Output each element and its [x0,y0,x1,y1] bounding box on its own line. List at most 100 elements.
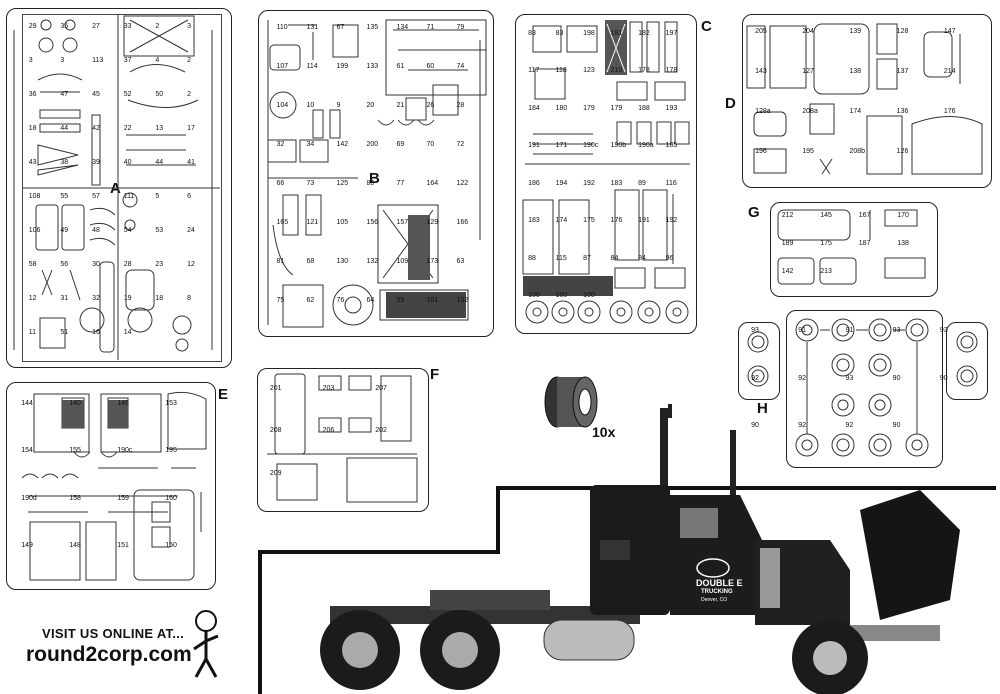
part-number-label: 45 [92,90,100,98]
part-number-label: 190c [117,447,133,454]
part-number-label: 203 [322,384,335,392]
sprue-f-frame [257,368,429,512]
part-number-label: 204 [802,28,814,35]
door-company-line3: Denver, CO [701,597,728,603]
part-number-label: 44 [60,124,69,132]
part-number-label: 83 [555,29,564,37]
part-number-label: 4 [155,56,160,64]
part-number-label: 26 [426,101,435,109]
part-number-label: 48 [92,226,100,234]
part-number-label: 37 [123,56,132,64]
part-number-label: 35 [60,22,69,30]
part-number-label: 113 [92,56,104,64]
part-number-label: 197 [665,29,678,37]
part-number-label: 40 [123,158,132,166]
part-number-label: 52 [123,90,132,98]
part-number-label: 165 [276,218,289,226]
part-number-label: 123 [583,67,595,74]
part-number-label: 179 [610,104,623,112]
tire-part [544,376,598,428]
part-number-label: 104 [276,101,289,109]
part-number-label: 160 [165,494,177,502]
part-number-label: 88 [528,254,536,262]
part-number-label: 110 [276,23,288,31]
sprue-h-left-ear [738,322,780,400]
part-number-label: 178 [638,67,650,74]
part-number-label: 57 [92,192,100,200]
part-number-label: 122 [456,179,469,187]
sprue-a-parts [13,14,220,360]
part-number-label: 156 [366,218,379,226]
part-number-label: 100 [583,292,595,299]
part-number-label: 183 [528,217,540,224]
part-number-label: 208b [849,148,866,155]
part-number-label: 92 [751,374,759,382]
sprue-f-letter: F [430,366,440,383]
part-number-label: 14 [123,328,132,336]
part-number-label: 129 [426,218,439,226]
part-number-label: 117 [528,67,540,74]
part-number-label: 174 [555,217,568,224]
part-number-label: 51 [60,328,69,336]
part-number-label: 8 [187,294,191,302]
part-number-label: 61 [396,62,405,70]
part-number-label: 29 [28,22,37,30]
part-number-label: 191 [638,217,650,224]
part-number-label: 90 [939,374,948,382]
part-number-label: 64 [366,296,375,304]
part-number-label: 59 [396,296,405,304]
part-number-label: 93 [751,327,759,335]
part-number-label: 47 [60,90,69,98]
part-number-label: 190a [638,142,654,149]
part-number-label: 107 [276,62,289,70]
sprue-e-parts [21,391,207,581]
part-number-label: 200 [366,140,379,148]
part-number-label: 212 [781,211,794,219]
part-number-label: 18 [28,124,37,132]
part-number-label: 93 [939,327,948,335]
part-number-label: 143 [755,68,767,75]
sprue-h-wheels [747,318,978,457]
part-number-label: 54 [123,226,132,234]
part-number-label: 167 [858,211,871,219]
part-number-label: 87 [583,254,591,262]
visit-text: VISIT US ONLINE AT... [42,626,185,641]
part-number-label: 74 [456,62,465,70]
part-number-label: 12 [187,260,195,268]
part-number-label: 176 [610,217,623,224]
part-number-label: 90 [892,374,901,382]
part-number-label: 175 [820,239,832,247]
website-link[interactable]: round2corp.com [26,643,192,666]
part-number-label: 147 [943,28,956,35]
part-number-label: 149 [21,542,33,549]
part-number-label: 53 [155,226,164,234]
part-number-label: 202 [375,427,387,435]
sprue-c-parts [522,20,690,324]
part-number-label: 185 [665,142,678,149]
part-number-label: 11 [28,328,37,336]
part-number-label: 214 [943,68,956,75]
part-number-label: 206 [322,427,335,435]
part-number-label: 81 [276,257,285,265]
part-number-label: 93 [845,374,854,382]
part-number-label: 56 [60,260,69,268]
part-number-label: 3 [28,56,33,64]
part-number-label: 142 [336,140,349,148]
part-number-label: 101 [426,296,439,304]
part-number-label: 71 [426,23,435,31]
part-number-label: 196 [755,148,767,155]
part-number-label: 127 [802,68,814,75]
sprue-b-parts [267,19,487,328]
part-number-label: 5 [155,192,160,200]
part-number-label: 208 [269,427,282,435]
part-number-label: 134 [396,23,409,31]
part-number-label: 62 [306,296,315,304]
part-number-label: 170 [897,211,909,219]
part-number-label: 19 [123,294,132,302]
part-number-label: 91 [798,327,807,335]
part-number-label: 130 [336,257,349,265]
part-number-label: 151 [117,542,129,549]
part-number-label: 109 [396,257,409,265]
part-number-label: 192 [583,179,595,187]
part-number-label: 136 [896,108,909,115]
